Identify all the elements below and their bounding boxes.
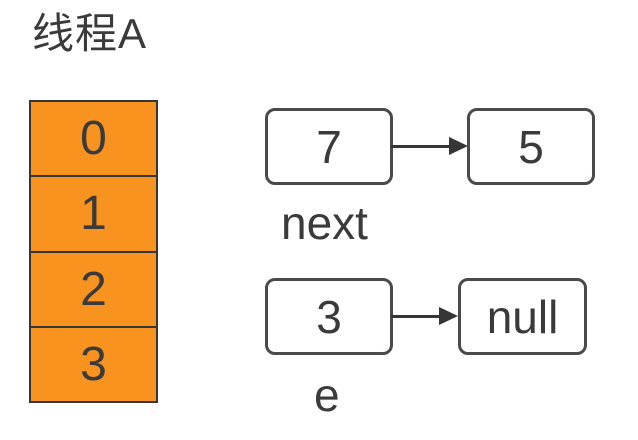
arrow-line-next [391,145,450,148]
node-next-label: next [281,197,368,249]
array-cell-1: 1 [31,175,156,251]
arrow-head-icon-e [439,307,458,325]
array-cell-0: 0 [31,102,156,176]
page-title: 线程A [32,10,148,57]
node-e-label: e [314,369,340,421]
node-e-pointee-box: null [458,278,587,355]
arrow-line-e [391,315,440,318]
node-e-value-box: 3 [265,278,393,355]
node-next-value-box: 7 [265,108,393,185]
array-cell-3: 3 [31,325,156,401]
array-cell-2: 2 [31,250,156,326]
node-next-pointee-box: 5 [467,108,595,185]
array-thread-a: 0 1 2 3 [29,100,158,403]
arrow-head-icon-next [449,137,468,155]
